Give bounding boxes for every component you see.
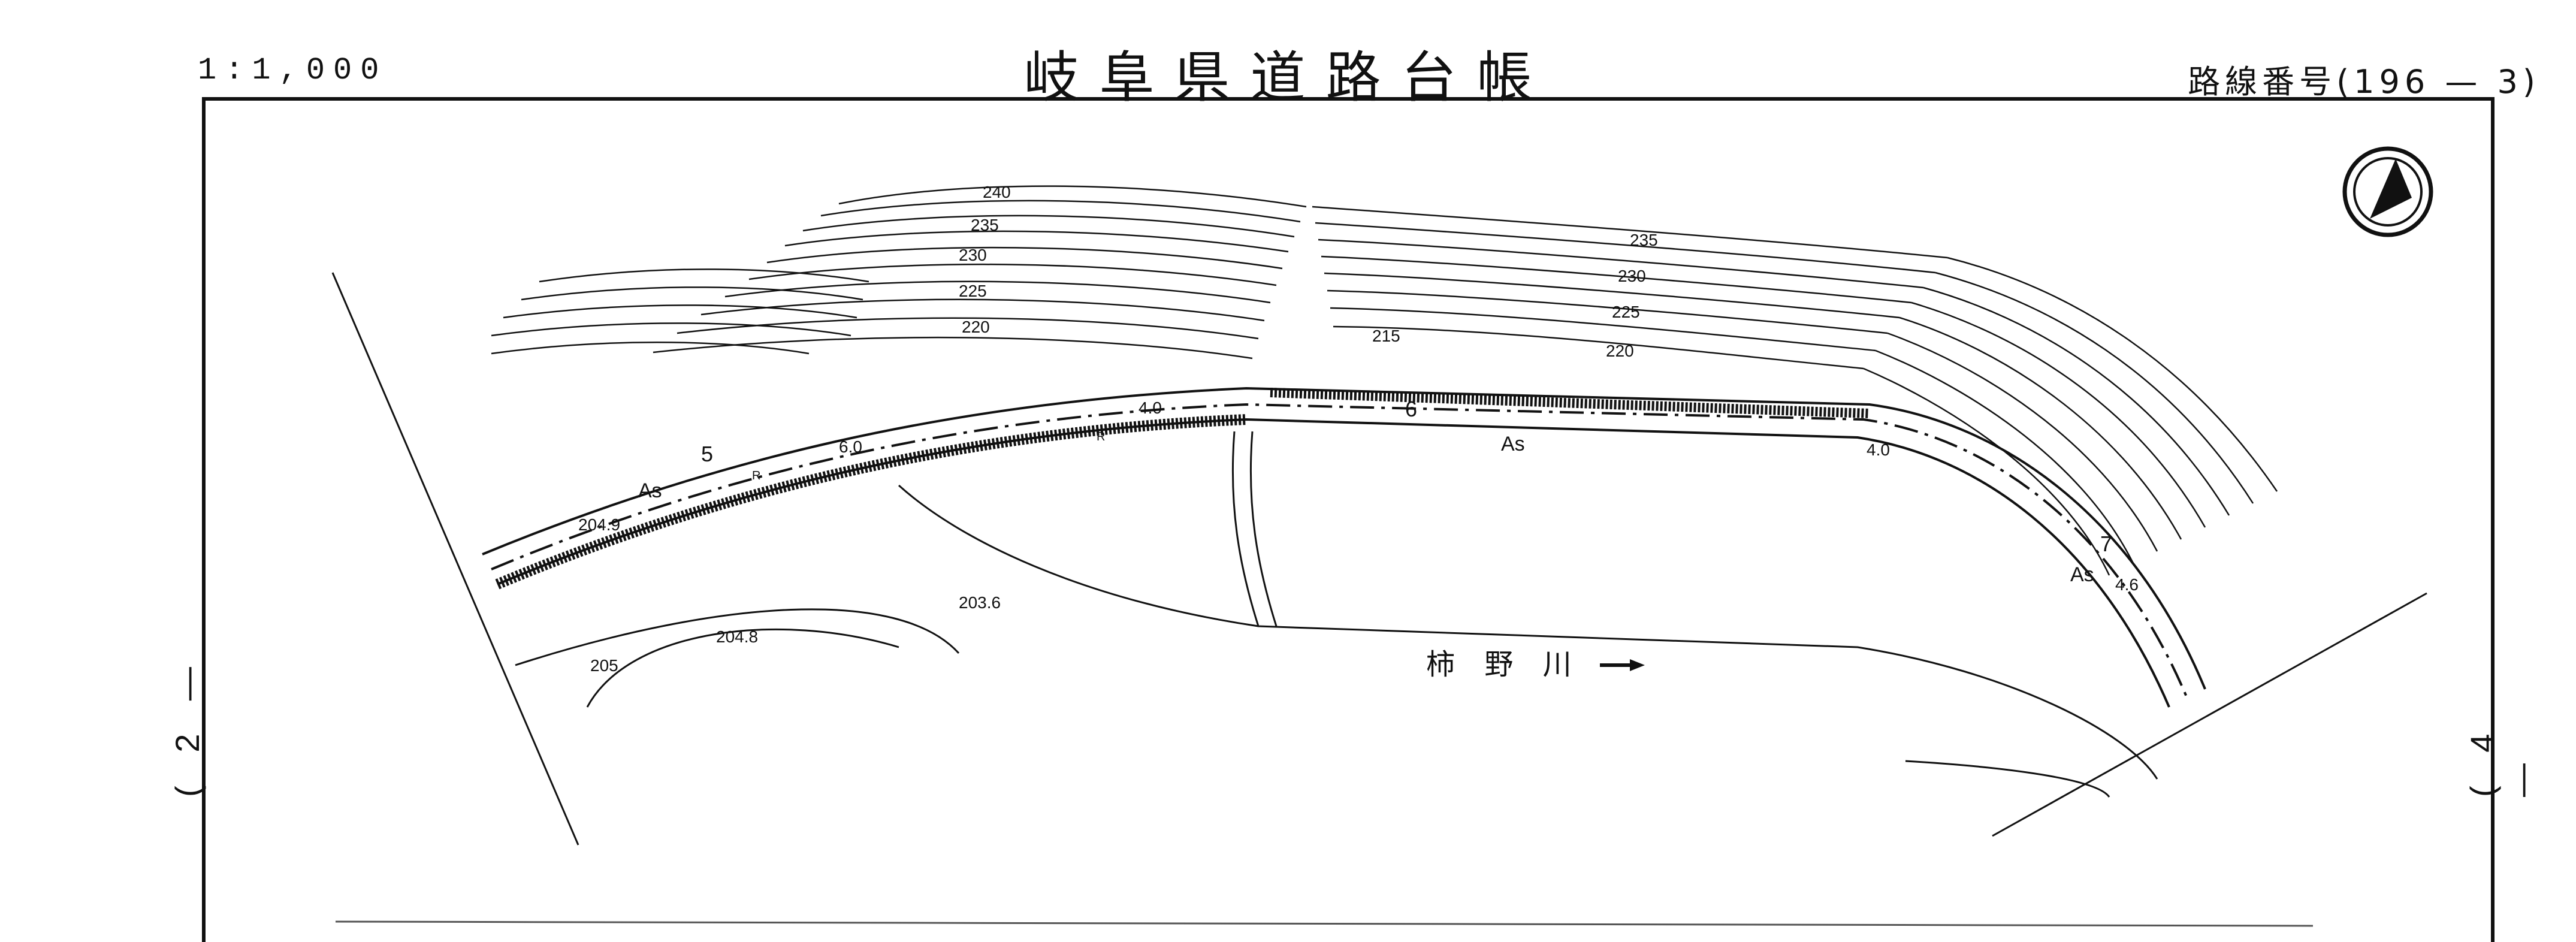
surface-label: As — [638, 479, 662, 502]
road-pavement-hatch-right — [1270, 388, 1870, 418]
route-prefix: 路線番号( — [2188, 63, 2354, 101]
north-arrow-icon — [2342, 146, 2433, 237]
contour-label: 215 — [1372, 327, 1400, 345]
map-frame — [202, 97, 2495, 942]
width-label: 4.0 — [1867, 440, 1890, 459]
contour-label: 220 — [1606, 342, 1634, 360]
scale-label: 1:1,000 — [198, 53, 388, 88]
sheet-boundary-left — [331, 272, 579, 846]
river-banks — [515, 431, 2158, 798]
river-label: 柿 野 川 — [1426, 649, 1583, 681]
structure-mark: R — [1097, 430, 1105, 443]
road-centerline — [482, 387, 2206, 708]
contour-label: 225 — [959, 282, 987, 300]
contour-lines-left — [491, 185, 1307, 360]
width-label: 4.6 — [2115, 575, 2139, 594]
contour-lines-right — [1312, 206, 2278, 576]
width-label: 4.0 — [1138, 398, 1162, 417]
surface-label: As — [2070, 563, 2094, 586]
contour-label: 225 — [1612, 303, 1640, 321]
contour-label: 235 — [971, 216, 999, 234]
station-label-7: 7 — [2100, 532, 2112, 556]
road-pavement-hatch — [495, 414, 1247, 590]
route-suffix: ) — [2522, 63, 2540, 101]
contour-label: 240 — [983, 183, 1011, 201]
station-label-5: 5 — [701, 442, 713, 466]
contour-label: 230 — [959, 246, 987, 264]
route-number: 路線番号(196 — 3) — [2188, 55, 2540, 102]
spot-height: 204.9 — [578, 515, 620, 534]
sheet-boundary-right — [1992, 592, 2427, 837]
lower-band-line — [335, 920, 2314, 927]
structure-mark: R — [752, 469, 760, 482]
width-label: 6.0 — [839, 437, 862, 456]
spot-height: 203.6 — [959, 593, 1001, 612]
spot-height: 205 — [590, 656, 618, 675]
contour-label: 235 — [1630, 231, 1658, 249]
contour-label: 220 — [962, 318, 990, 336]
station-label-6: 6 — [1405, 397, 1417, 421]
contour-label: 230 — [1618, 267, 1646, 285]
spot-height: 204.8 — [716, 627, 758, 646]
surface-label: As — [1501, 433, 1525, 455]
route-value: 196 — 3 — [2354, 63, 2523, 101]
